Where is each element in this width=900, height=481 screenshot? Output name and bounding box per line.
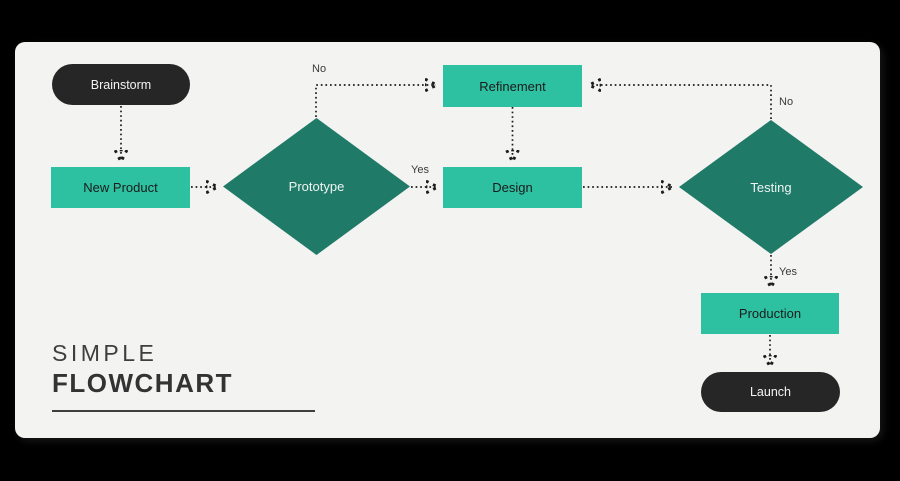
node-brainstorm-label: Brainstorm — [90, 77, 152, 92]
node-refinement-label: Refinement — [479, 78, 546, 94]
node-design: Design — [443, 167, 582, 208]
edge-testing-refinement — [590, 85, 772, 119]
edge-label-testing-no: No — [779, 96, 794, 108]
node-brainstorm: Brainstorm — [52, 64, 190, 105]
edge-label-prototype-no: No — [312, 63, 327, 75]
node-new-product: New Product — [51, 167, 190, 208]
diagram-title: SIMPLE FLOWCHART — [52, 338, 233, 399]
edge-prototype-refinement — [315, 85, 436, 117]
diagram-title-line1: SIMPLE — [52, 340, 158, 366]
node-production: Production — [701, 293, 839, 334]
node-design-label: Design — [492, 180, 533, 195]
node-launch-label: Launch — [749, 385, 791, 399]
node-new-product-label: New Product — [83, 180, 158, 195]
title-underline — [52, 410, 315, 412]
node-testing-label: Testing — [750, 179, 792, 195]
edge-label-testing-yes: Yes — [779, 266, 797, 278]
diagram-title-line2: FLOWCHART — [52, 368, 234, 398]
node-refinement: Refinement — [443, 65, 582, 107]
node-production-label: Production — [738, 306, 802, 321]
edge-label-prototype-yes: Yes — [411, 164, 429, 176]
node-launch: Launch — [701, 372, 840, 412]
node-prototype-label: Prototype — [288, 179, 345, 194]
